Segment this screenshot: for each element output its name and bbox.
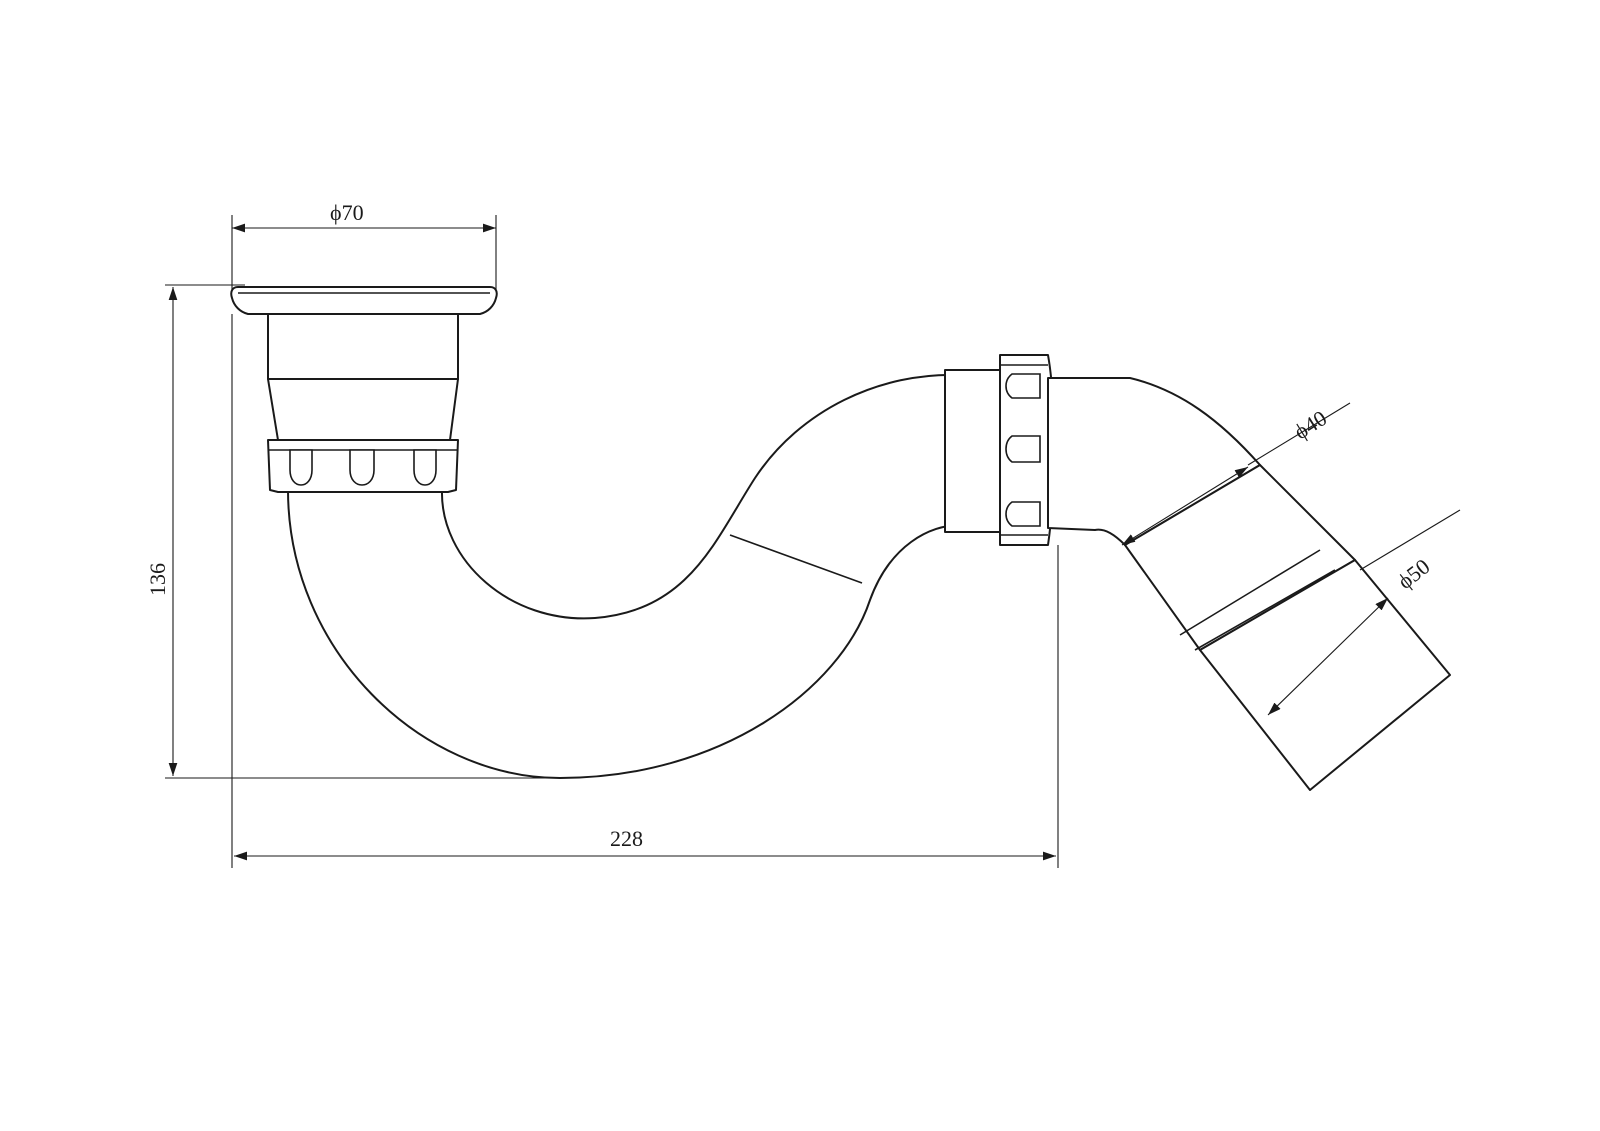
drain-taper (267, 378, 459, 441)
drain-collar (267, 313, 459, 380)
label-top-diameter: ϕ70 (330, 200, 364, 225)
nut-slot-3 (413, 449, 437, 486)
drain-flange (230, 286, 498, 315)
dimension-total-height: 136 (145, 284, 560, 779)
label-outer-diameter: ϕ50 (1393, 554, 1435, 594)
union-slot-3 (1005, 501, 1041, 527)
nut-slot-1 (289, 449, 313, 486)
union-slot-1 (1005, 373, 1041, 399)
label-total-height: 136 (145, 563, 170, 596)
dimension-total-length: 228 (231, 314, 1059, 868)
outlet-pipe (1047, 377, 1451, 791)
drain-flange-assembly (230, 286, 498, 493)
dimension-top-diameter: ϕ70 (231, 200, 497, 290)
union-sleeve (944, 369, 1001, 533)
label-inner-diameter: ϕ40 (1289, 405, 1331, 444)
nut-slot-2 (349, 449, 375, 486)
union-slot-2 (1005, 435, 1041, 463)
label-total-length: 228 (610, 826, 643, 851)
union-nut-assembly (944, 354, 1055, 546)
pipe-seam-line (729, 534, 863, 584)
outlet-pipe-straight (1047, 377, 1261, 546)
